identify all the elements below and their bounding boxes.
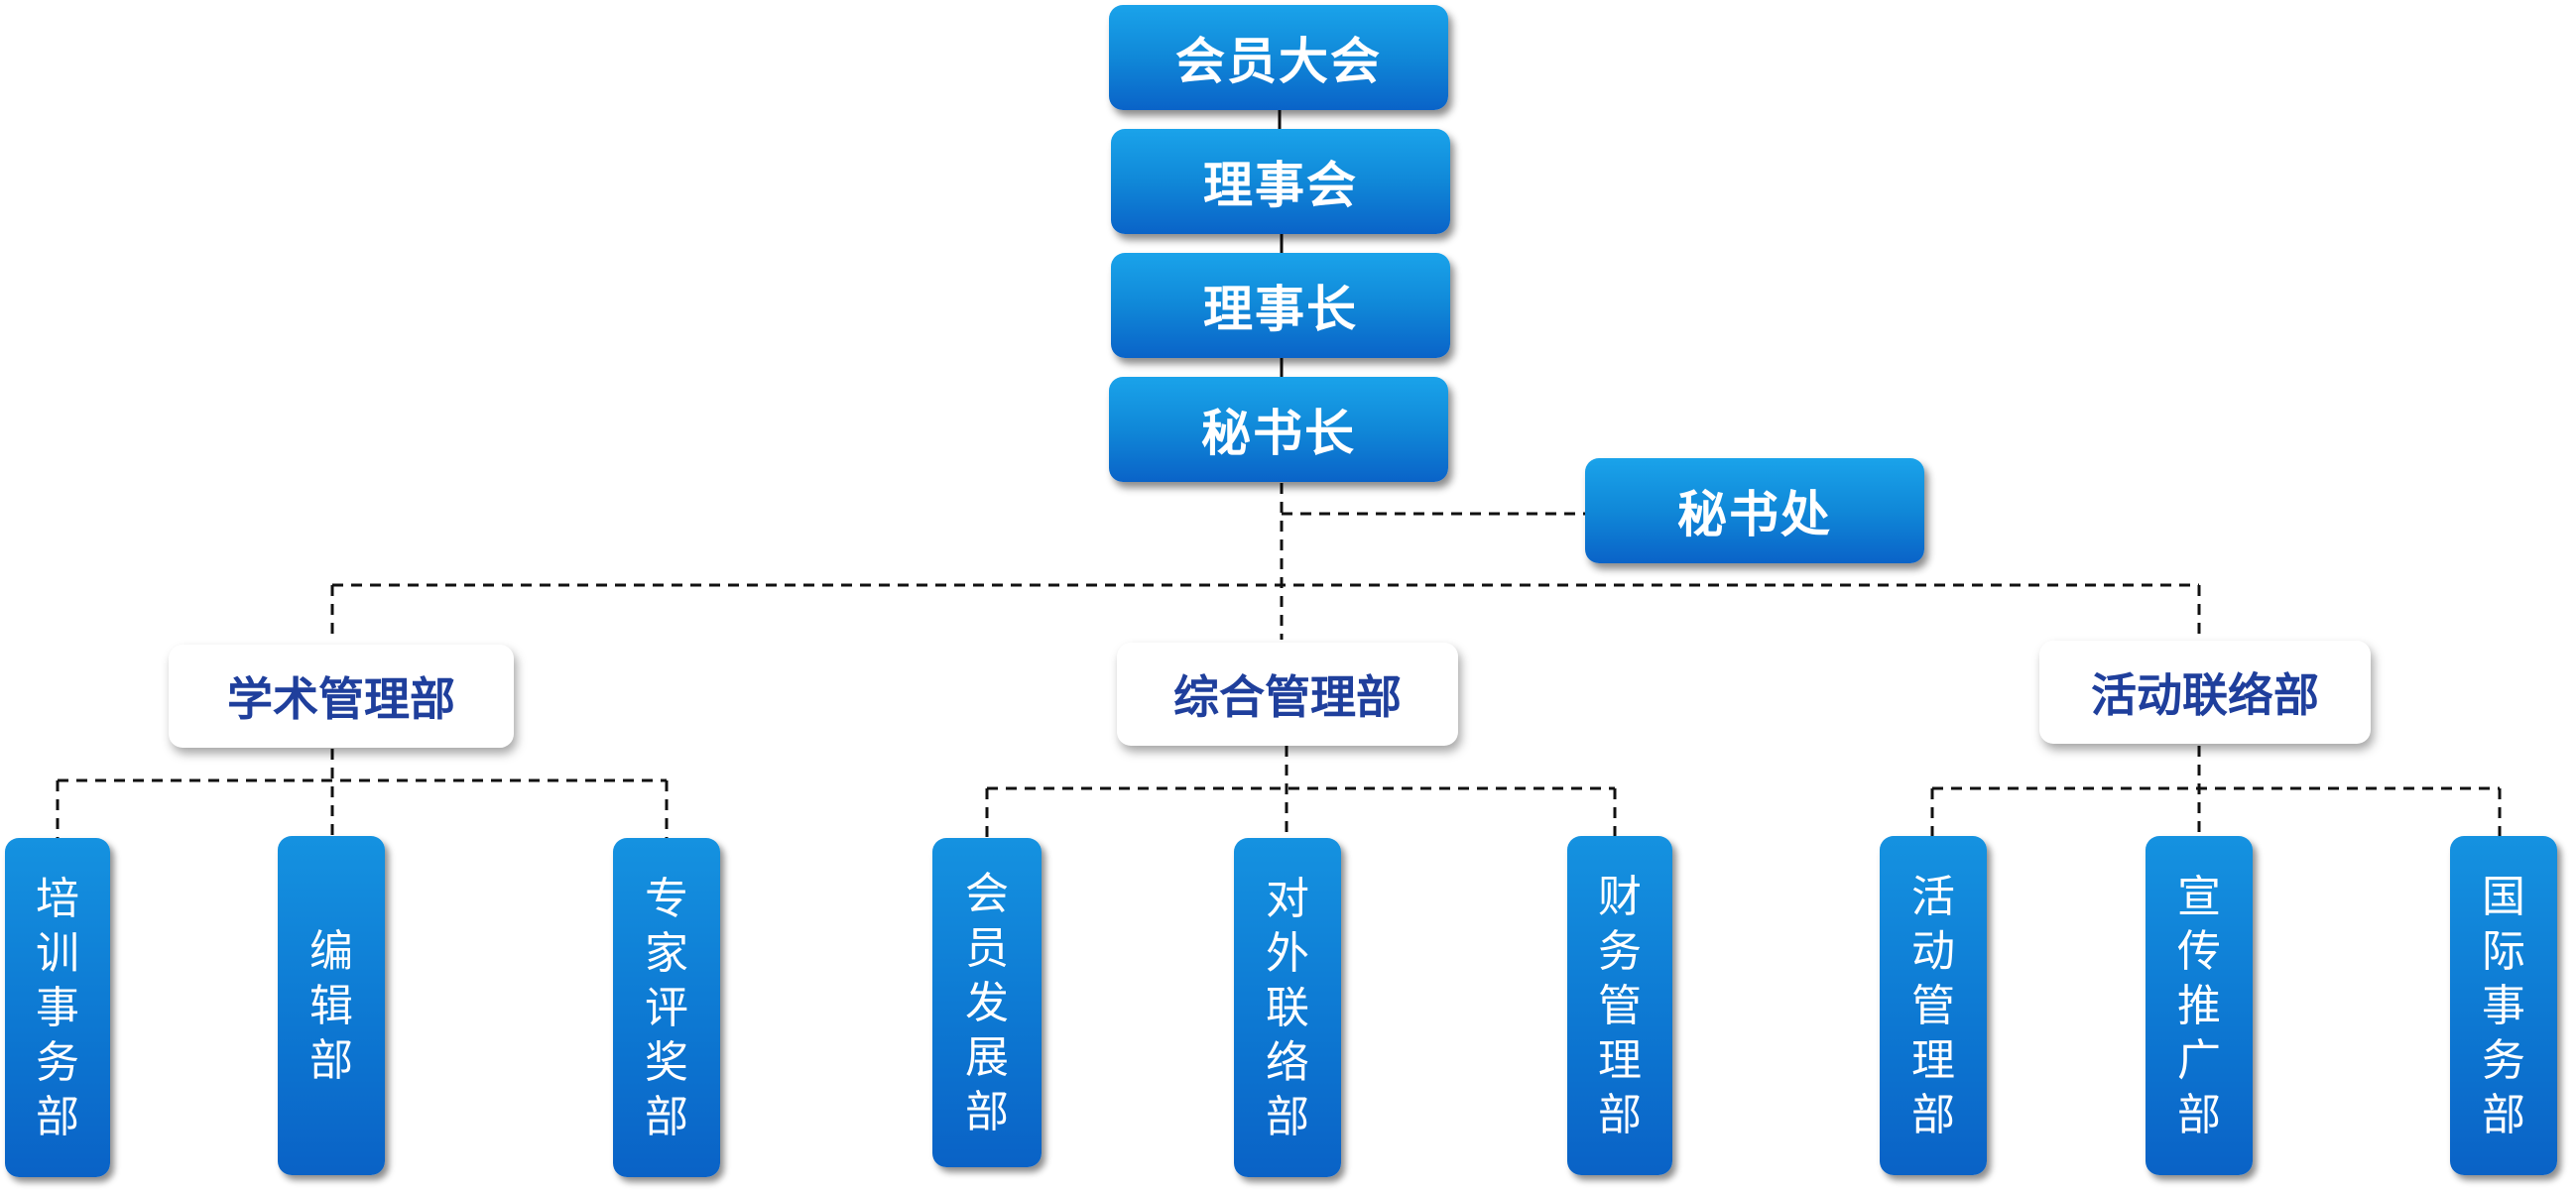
- editorial-label: 编辑部: [309, 925, 353, 1086]
- international-affairs-box: 国际事务部: [2450, 836, 2557, 1175]
- secretariat-label: 秘书处: [1677, 486, 1832, 543]
- editorial-box: 编辑部: [278, 836, 385, 1175]
- academic-dept-label: 学术管理部: [227, 672, 455, 726]
- activity-management-box: 活动管理部: [1880, 836, 1987, 1175]
- publicity-label: 宣传推广部: [2177, 871, 2221, 1140]
- member-development-label: 会员发展部: [965, 868, 1009, 1137]
- publicity-box: 宣传推广部: [2146, 836, 2253, 1175]
- external-liaison-box: 对外联络部: [1234, 838, 1341, 1177]
- finance-box: 财务管理部: [1567, 836, 1672, 1175]
- secretary-general-box: 秘书长: [1109, 377, 1448, 482]
- external-liaison-label: 对外联络部: [1266, 873, 1309, 1142]
- secretariat-box: 秘书处: [1585, 458, 1924, 563]
- council-box: 理事会: [1111, 129, 1450, 234]
- activity-management-label: 活动管理部: [1911, 871, 1955, 1140]
- chairman-box: 理事长: [1111, 253, 1450, 358]
- general-assembly-label: 会员大会: [1175, 33, 1382, 90]
- chairman-label: 理事长: [1203, 281, 1358, 338]
- international-affairs-label: 国际事务部: [2482, 871, 2525, 1140]
- training-affairs-box: 培训事务部: [5, 838, 110, 1177]
- activity-dept-label: 活动联络部: [2091, 668, 2319, 722]
- training-affairs-label: 培训事务部: [36, 873, 79, 1142]
- council-label: 理事会: [1203, 157, 1358, 214]
- expert-award-box: 专家评奖部: [613, 838, 720, 1177]
- academic-dept-box: 学术管理部: [169, 645, 514, 748]
- general-dept-box: 综合管理部: [1117, 643, 1458, 746]
- member-development-box: 会员发展部: [932, 838, 1042, 1167]
- secretary-general-label: 秘书长: [1201, 405, 1356, 462]
- activity-dept-box: 活动联络部: [2039, 641, 2371, 744]
- expert-award-label: 专家评奖部: [645, 873, 688, 1142]
- general-assembly-box: 会员大会: [1109, 5, 1448, 110]
- general-dept-label: 综合管理部: [1173, 670, 1402, 724]
- finance-label: 财务管理部: [1598, 871, 1642, 1140]
